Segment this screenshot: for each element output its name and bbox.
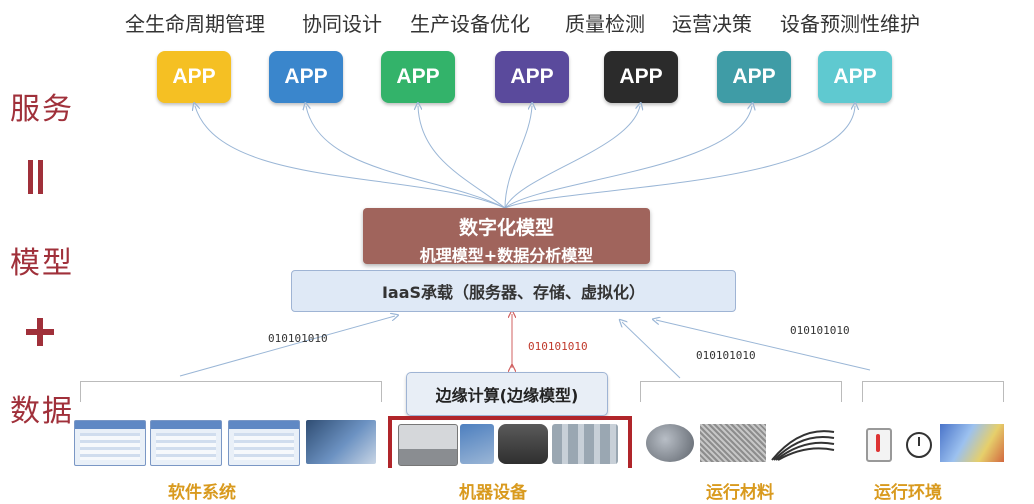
software-screenshot-3 [228, 420, 300, 466]
robot-arm-image [460, 424, 494, 464]
title-operations: 运营决策 [672, 12, 752, 36]
model-label: 模型 [10, 246, 74, 281]
app-tile-equipment-opt[interactable]: APP [381, 51, 455, 103]
category-material: 运行材料 [706, 483, 774, 503]
arrow-to-app-3 [418, 106, 506, 209]
gauge-icon [906, 432, 932, 458]
binary-label-material: 010101010 [696, 349, 756, 362]
data-label: 数据 [10, 394, 74, 429]
environment-heatmap-image [940, 424, 1004, 462]
arrow-material-to-iaas [622, 322, 681, 379]
material-bracket [640, 381, 842, 402]
software-bracket [80, 381, 382, 402]
arrow-to-app-6 [504, 106, 752, 209]
app-tile-predictive[interactable]: APP [818, 51, 892, 103]
arrow-to-app-2 [306, 106, 506, 209]
plus-sign [26, 318, 54, 346]
powder-material-image [646, 424, 694, 462]
title-lifecycle: 全生命周期管理 [125, 12, 265, 36]
title-predictive: 设备预测性维护 [780, 12, 920, 36]
app-tile-lifecycle[interactable]: APP [157, 51, 231, 103]
thermometer-icon [866, 428, 892, 462]
environment-bracket [862, 381, 1004, 402]
app-tile-decision[interactable]: APP [717, 51, 791, 103]
agv-vehicle-image [498, 424, 548, 464]
app-tile-quality[interactable]: APP [495, 51, 569, 103]
cnc-machine-image [398, 424, 458, 466]
digital-model-box[interactable]: 数字化模型 机理模型+数据分析模型 [363, 208, 650, 265]
software-3d-model [306, 420, 376, 464]
binary-label-environment: 010101010 [790, 324, 850, 337]
arrow-to-app-1 [195, 106, 506, 209]
category-machine: 机器设备 [459, 483, 527, 503]
binary-label-software: 010101010 [268, 332, 328, 345]
wire-material-image [770, 424, 836, 462]
arrow-to-app-5 [504, 106, 640, 209]
equals-sign [28, 160, 46, 196]
category-environment: 运行环境 [874, 483, 942, 503]
digital-model-title: 数字化模型 [458, 217, 554, 239]
category-software: 软件系统 [168, 483, 236, 503]
arrow-environment-to-iaas [656, 320, 871, 371]
arrow-software-to-iaas [179, 316, 395, 377]
granule-material-image [700, 424, 766, 462]
arrow-to-app-7 [504, 106, 855, 209]
title-equipment-opt: 生产设备优化 [410, 12, 530, 36]
arrow-to-app-4 [504, 106, 532, 209]
binary-label-edge: 010101010 [528, 340, 588, 353]
iaas-box[interactable]: IaaS承载（服务器、存储、虚拟化） [291, 270, 736, 312]
software-screenshot-2 [150, 420, 222, 466]
title-quality: 质量检测 [565, 12, 645, 36]
edge-computing-box[interactable]: 边缘计算(边缘模型) [406, 372, 608, 416]
service-label: 服务 [10, 92, 74, 127]
title-collab-design: 协同设计 [302, 12, 382, 36]
machine-equipment-frame [388, 416, 632, 468]
industrial-plant-image [552, 424, 618, 464]
app-tile-operations[interactable]: APP [604, 51, 678, 103]
digital-model-subtitle: 机理模型+数据分析模型 [419, 246, 594, 265]
app-tile-collab-design[interactable]: APP [269, 51, 343, 103]
software-screenshot-1 [74, 420, 146, 466]
